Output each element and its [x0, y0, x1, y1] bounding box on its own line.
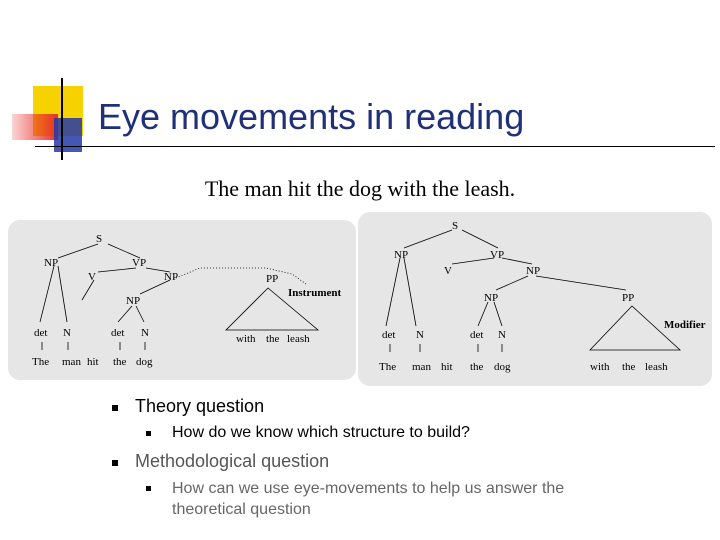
right-node-det2: det: [470, 329, 483, 341]
deco-vertical-line: [61, 78, 63, 160]
bullet-square-icon: [112, 460, 118, 466]
right-word-The: The: [379, 361, 396, 373]
left-word-man: man: [62, 356, 81, 368]
right-word-with: with: [590, 361, 610, 373]
left-node-S: S: [96, 233, 102, 245]
left-tree-lines: [39, 243, 320, 350]
right-node-S: S: [452, 220, 458, 232]
deco-red-bar: [12, 114, 58, 140]
right-node-NP1: NP: [394, 249, 408, 261]
bullet-square-icon: [146, 431, 151, 436]
right-tree-panel: [358, 212, 712, 386]
right-word-dog: dog: [494, 361, 511, 373]
right-tree-lines: [385, 229, 682, 352]
right-node-VP: VP: [490, 249, 504, 261]
left-node-NP2: NP: [164, 271, 178, 283]
right-node-det1: det: [382, 329, 395, 341]
bullet-method-question: Methodological question: [135, 451, 330, 471]
bullet-theory-sub: How do we know which structure to build?: [172, 424, 470, 441]
right-node-N1: N: [416, 329, 424, 341]
right-label-modifier: Modifier: [664, 319, 706, 331]
bullet-square-icon: [112, 405, 118, 411]
left-word-The: The: [32, 356, 49, 368]
right-word-the3: the: [622, 361, 636, 373]
right-word-hit: hit: [441, 361, 453, 373]
right-node-V: V: [444, 265, 452, 277]
left-word-leash: leash: [287, 333, 310, 345]
right-word-man: man: [412, 361, 431, 373]
left-word-with: with: [236, 333, 256, 345]
deco-horizontal-line: [35, 146, 715, 147]
left-node-PP: PP: [266, 273, 278, 285]
left-label-instrument: Instrument: [288, 287, 342, 299]
left-node-NP1: NP: [44, 257, 58, 269]
left-node-NP3: NP: [126, 295, 140, 307]
right-node-NP3: NP: [484, 292, 498, 304]
right-node-PP: PP: [622, 292, 634, 304]
left-node-N2: N: [141, 327, 149, 339]
slide-title: Eye movements in reading: [98, 96, 525, 137]
right-node-N2: N: [498, 329, 506, 341]
bullet-theory-question: Theory question: [135, 396, 265, 416]
right-word-leash: leash: [645, 361, 668, 373]
bullet-method-sub: How can we use eye-movements to help us …: [172, 480, 565, 518]
left-node-V: V: [88, 271, 96, 283]
left-word-the2: the: [113, 356, 127, 368]
left-node-VP: VP: [132, 257, 146, 269]
left-node-det1: det: [34, 327, 47, 339]
example-sentence: The man hit the dog with the leash.: [204, 176, 516, 201]
left-attachment-dotted: [175, 267, 307, 285]
bullet-square-icon: [146, 486, 151, 491]
right-word-the2: the: [470, 361, 484, 373]
left-node-det2: det: [111, 327, 124, 339]
left-word-dog: dog: [136, 356, 153, 368]
left-tree-panel: [8, 220, 356, 380]
left-node-N1: N: [63, 327, 71, 339]
left-word-the: the: [266, 333, 280, 345]
right-node-NP2: NP: [526, 265, 540, 277]
left-word-hit: hit: [87, 356, 99, 368]
